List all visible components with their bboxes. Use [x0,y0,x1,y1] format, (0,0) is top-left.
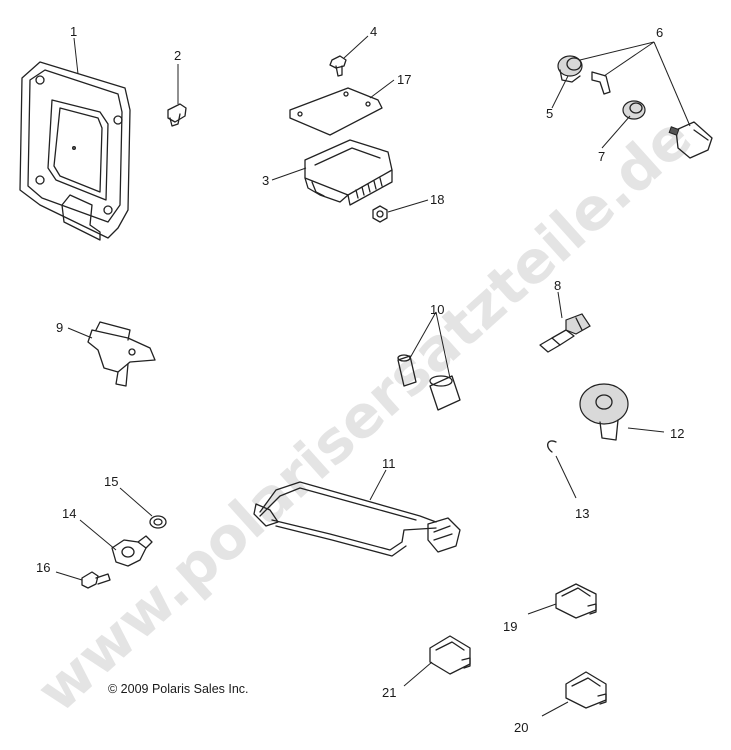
part-13-clip [547,440,557,453]
callout-5: 5 [546,106,553,121]
part-7-ring [622,100,646,120]
part-18-nut [372,205,388,223]
callout-19: 19 [503,619,517,634]
part-21-switch [429,635,471,675]
callout-18: 18 [430,192,444,207]
part-9-sensor [87,321,156,387]
part-1-ecu [19,61,131,241]
part-8-temp-sensor [539,313,591,353]
part-4-screw [329,55,347,77]
part-6-sensor [668,121,713,159]
part-12-knock-sensor [579,383,629,441]
callout-10: 10 [430,302,444,317]
part-2-bolt [167,103,187,127]
part-5-cap [557,55,583,83]
part-17-cover-plate [289,87,383,136]
callout-2: 2 [174,48,181,63]
callout-21: 21 [382,685,396,700]
callout-16: 16 [36,560,50,575]
callout-13: 13 [575,506,589,521]
callout-12: 12 [670,426,684,441]
part-3-relay-box [304,139,393,206]
callout-7: 7 [598,149,605,164]
callout-3: 3 [262,173,269,188]
callout-1: 1 [70,24,77,39]
callout-17: 17 [397,72,411,87]
leader-lines [55,35,691,717]
part-16-bolt [81,571,111,589]
callout-15: 15 [104,474,118,489]
callout-11: 11 [382,456,396,471]
part-20-switch [565,671,607,709]
part-14-sensor [111,535,153,567]
copyright-text: © 2009 Polaris Sales Inc. [108,682,249,696]
callout-9: 9 [56,320,63,335]
part-6-clip [591,71,611,95]
callout-6: 6 [656,25,663,40]
part-19-switch [555,583,597,619]
callout-20: 20 [514,720,528,735]
callout-4: 4 [370,24,377,39]
callout-14: 14 [62,506,76,521]
part-11-harness [253,481,461,557]
callout-8: 8 [554,278,561,293]
part-15-o-ring [149,515,167,529]
